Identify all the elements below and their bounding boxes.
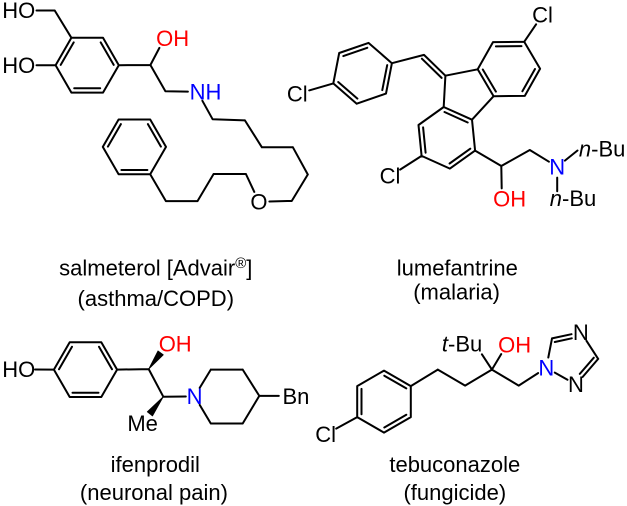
tebuconazole-indication: (fungicide) bbox=[403, 480, 506, 505]
salmeterol-indication: (asthma/COPD) bbox=[78, 286, 234, 311]
lumefantrine-nbu-bottom-label: n-Bu bbox=[550, 186, 597, 211]
salmeterol-name: salmeterol [Advair®] bbox=[59, 255, 252, 281]
ifenprodil-me-wedge-bond bbox=[146, 396, 164, 417]
tebuconazole-name: tebuconazole bbox=[389, 452, 520, 477]
lumefantrine-nbu-top-label-rest: -Bu bbox=[591, 136, 625, 161]
tebuconazole-n2-label: N bbox=[568, 372, 584, 397]
ifenprodil-ho-label: HO bbox=[2, 357, 35, 382]
tebuconazole-oh-label: OH bbox=[498, 332, 531, 357]
tebuconazole-tbu-label: t-Bu bbox=[442, 332, 482, 357]
salmeterol-nh-label: NH bbox=[190, 79, 222, 104]
lumefantrine-oh-label: OH bbox=[493, 186, 526, 211]
lumefantrine-name: lumefantrine bbox=[397, 255, 518, 280]
ifenprodil-indication: (neuronal pain) bbox=[80, 480, 228, 505]
captions: salmeterol [Advair®] (asthma/COPD) lumef… bbox=[59, 255, 520, 505]
lumefantrine-cl-top-label: Cl bbox=[532, 2, 553, 27]
ifenprodil-oh-label: OH bbox=[159, 332, 192, 357]
ifenprodil-n-label: N bbox=[187, 384, 203, 409]
tebuconazole-tbu-label-italic: t bbox=[442, 332, 449, 357]
tebuconazole-tbu-label-rest: -Bu bbox=[448, 332, 482, 357]
salmeterol-ho-left-label: HO bbox=[2, 53, 35, 78]
ifenprodil-me-label: Me bbox=[127, 411, 158, 436]
tebuconazole-structure: Cl t-Bu OH N N N bbox=[315, 320, 600, 447]
lumefantrine-nbu-top-label: n-Bu bbox=[579, 136, 626, 161]
salmeterol-ether-o-label: O bbox=[250, 189, 267, 214]
lumefantrine-nbu-bottom-label-italic: n bbox=[550, 186, 562, 211]
salmeterol-ho-top-label: HO bbox=[2, 0, 35, 23]
salmeterol-structure: HO HO OH NH O bbox=[2, 0, 309, 214]
ifenprodil-bonds bbox=[34, 341, 280, 425]
salmeterol-oh-label: OH bbox=[156, 26, 189, 51]
ifenprodil-bn-label: Bn bbox=[282, 384, 309, 409]
lumefantrine-cl-bottom-label: Cl bbox=[380, 164, 401, 189]
lumefantrine-nbu-bottom-label-rest: -Bu bbox=[562, 186, 596, 211]
lumefantrine-bonds bbox=[308, 23, 579, 193]
lumefantrine-cl-left-label: Cl bbox=[287, 81, 308, 106]
lumefantrine-n-label: N bbox=[549, 154, 565, 179]
lumefantrine-structure: Cl Cl Cl OH N n-Bu n-Bu bbox=[287, 2, 625, 211]
salmeterol-name-bracket: ] bbox=[246, 255, 252, 280]
ifenprodil-structure: HO OH Me N Bn bbox=[2, 332, 309, 436]
ifenprodil-oh-wedge-bond bbox=[148, 350, 164, 370]
lumefantrine-indication: (malaria) bbox=[413, 279, 500, 304]
tebuconazole-bonds bbox=[335, 333, 600, 434]
salmeterol-name-text: salmeterol [Advair bbox=[59, 255, 235, 280]
tebuconazole-n4-label: N bbox=[573, 320, 589, 345]
salmeterol-bonds bbox=[35, 9, 309, 203]
tebuconazole-n1-label: N bbox=[538, 355, 554, 380]
ifenprodil-name: ifenprodil bbox=[111, 452, 200, 477]
tebuconazole-cl-label: Cl bbox=[315, 422, 336, 447]
registered-trademark-icon: ® bbox=[235, 255, 246, 272]
lumefantrine-nbu-top-label-italic: n bbox=[579, 136, 591, 161]
